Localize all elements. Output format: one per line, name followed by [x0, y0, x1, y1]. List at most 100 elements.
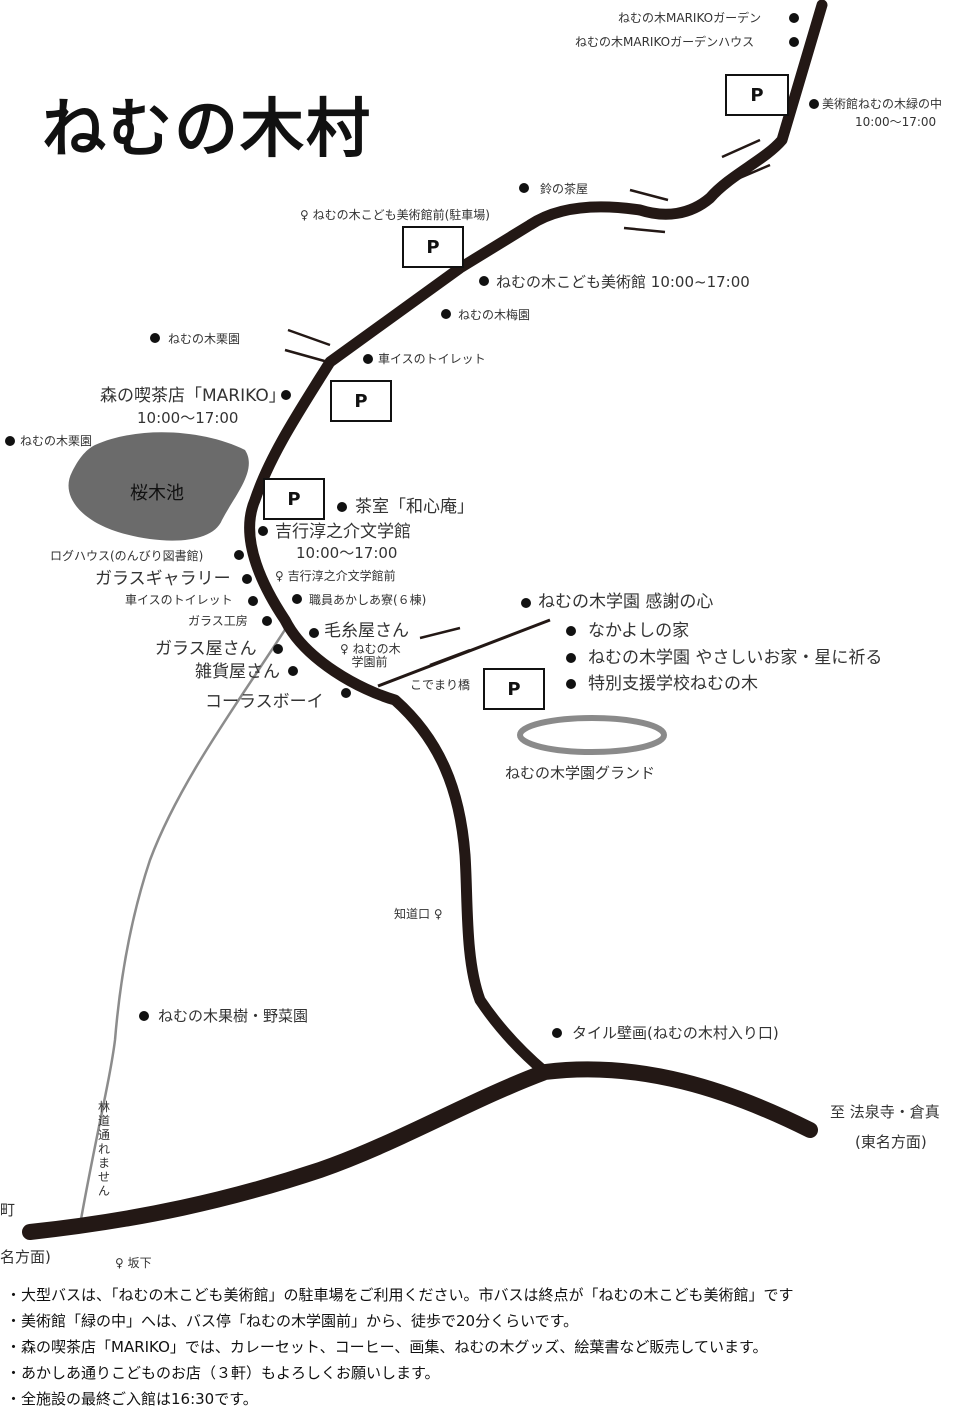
bridge-symbols [284, 138, 771, 667]
place-dot [341, 688, 351, 698]
bus-stop-label: ♀ ねむの木 学園前 [340, 642, 401, 669]
note-line: ・あかしあ通りこどものお店（３軒）もよろしくお願いします。 [6, 1364, 440, 1382]
bus-stop-label: ♀ 坂下 [115, 1256, 152, 1270]
place-label: 特別支援学校ねむの木 [588, 674, 758, 694]
parking-icon: P [402, 226, 464, 268]
school-ground-ring [517, 715, 667, 755]
place-dot [809, 99, 819, 109]
place-dot [248, 596, 258, 606]
place-dot [288, 666, 298, 676]
parking-icon: P [263, 478, 325, 520]
place-dot [789, 13, 799, 23]
trail-closed-label: 林道通れません [98, 1100, 111, 1198]
bus-stop-label: 知道口 ♀ [394, 907, 443, 921]
direction-label-west-sub: 名方面) [0, 1248, 51, 1266]
place-dot [566, 679, 576, 689]
parking-icon: P [725, 74, 789, 116]
place-dot [262, 616, 272, 626]
direction-label-west: 町 [0, 1201, 16, 1219]
place-dot [337, 502, 347, 512]
place-dot [441, 309, 451, 319]
parking-label: P [426, 236, 440, 258]
place-label: 車イスのトイレット [125, 593, 233, 607]
place-label: 吉行淳之介文学館 [275, 522, 411, 542]
place-dot [479, 276, 489, 286]
bridge-mark-4 [419, 626, 471, 667]
main-road [244, 0, 828, 1078]
bus-stop-name: ねむの木 [352, 642, 401, 656]
direction-label-east: 至 法泉寺・倉真 [830, 1103, 940, 1121]
direction-label-east-sub: (東名方面) [855, 1133, 927, 1151]
place-label: コーラスボーイ [205, 692, 324, 712]
place-label: ねむの木こども美術館 10:00~17:00 [496, 273, 750, 291]
note-line: ・全施設の最終ご入館は16:30です。 [6, 1390, 258, 1408]
place-dot [292, 594, 302, 604]
place-label: ねむの木果樹・野菜園 [158, 1007, 309, 1025]
place-dot [552, 1028, 562, 1038]
highway-road [22, 1061, 818, 1240]
note-line: ・森の喫茶店「MARIKO」では、カレーセット、コーヒー、画集、ねむの木グッズ、… [6, 1338, 768, 1356]
place-dot [363, 354, 373, 364]
place-label: 美術館ねむの木緑の中 [822, 97, 943, 111]
place-dot [5, 436, 15, 446]
forest-trail [78, 624, 290, 1226]
place-label: ねむの木学園 やさしいお家・星に祈る [588, 648, 883, 668]
place-label: ガラス工房 [188, 614, 248, 628]
place-dot [566, 653, 576, 663]
note-line: ・美術館「緑の中」へは、バス停「ねむの木学園前」から、徒歩で20分くらいです。 [6, 1312, 579, 1330]
place-dot [139, 1011, 149, 1021]
place-dot [519, 183, 529, 193]
place-hours: 10:00〜17:00 [296, 544, 398, 562]
place-label: なかよしの家 [588, 621, 690, 641]
parking-icon: P [483, 668, 545, 710]
parking-label: P [507, 678, 521, 700]
bridge-label: こでまり橋 [410, 678, 471, 692]
place-label: ガラスギャラリー [95, 569, 231, 589]
place-dot [566, 626, 576, 636]
place-label: ねむの木梅園 [458, 308, 531, 322]
bus-stop-name: 吉行淳之介文学館前 [287, 569, 396, 583]
bridge-mark-3 [284, 328, 331, 364]
place-label: 毛糸屋さん [324, 621, 409, 641]
place-label: 車イスのトイレット [378, 352, 486, 366]
bus-stop-name: 学園前 [351, 655, 388, 669]
page-title: ねむの木村 [42, 92, 372, 167]
bridge-mark-1 [721, 138, 771, 182]
parking-label: P [354, 390, 368, 412]
place-label: ねむの木MARIKOガーデン [618, 11, 762, 25]
place-dot [234, 550, 244, 560]
bus-stop-label: ♀ 吉行淳之介文学館前 [275, 569, 396, 583]
pond-label: 桜木池 [130, 483, 184, 504]
place-dot [242, 574, 252, 584]
place-hours: 10:00〜17:00 [137, 409, 239, 427]
place-label: ねむの木学園グランド [505, 764, 656, 782]
place-dot [273, 644, 283, 654]
parking-icon: P [330, 380, 392, 422]
place-label: 鈴の茶屋 [540, 182, 589, 196]
notes-section: ・大型バスは、「ねむの木こども美術館」の駐車場をご利用ください。市バスは終点が「… [6, 1282, 966, 1412]
bus-stop-name: ねむの木こども美術館前(駐車場) [312, 208, 490, 222]
parking-label: P [750, 84, 764, 106]
note-line: ・大型バスは、「ねむの木こども美術館」の駐車場をご利用ください。市バスは終点が「… [6, 1286, 794, 1304]
place-hours: 10:00〜17:00 [855, 115, 937, 129]
place-label: ねむの木栗園 [20, 434, 93, 448]
pond-shape [68, 432, 249, 541]
bridge-mark-2 [623, 188, 669, 234]
place-dot [281, 390, 291, 400]
place-label: 雑貨屋さん [195, 662, 280, 682]
place-label: ねむの木MARIKOガーデンハウス [575, 35, 755, 49]
parking-label: P [287, 488, 301, 510]
place-label: ログハウス(のんびり図書館) [50, 549, 204, 563]
place-label: ガラス屋さん [155, 639, 257, 659]
place-label: ねむの木学園 感謝の心 [538, 592, 714, 612]
place-dot [150, 333, 160, 343]
place-label: ねむの木栗園 [168, 332, 241, 346]
place-label: 森の喫茶店「MARIKO」 [100, 386, 286, 406]
bus-stop-label: ♀ ねむの木こども美術館前(駐車場) [300, 208, 490, 222]
place-label: タイル壁画(ねむの木村入り口) [572, 1024, 779, 1042]
place-label: 茶室「和心庵」 [355, 497, 474, 517]
bus-stop-name: 知道口 [394, 907, 431, 921]
place-dot [258, 526, 268, 536]
place-dot [789, 37, 799, 47]
